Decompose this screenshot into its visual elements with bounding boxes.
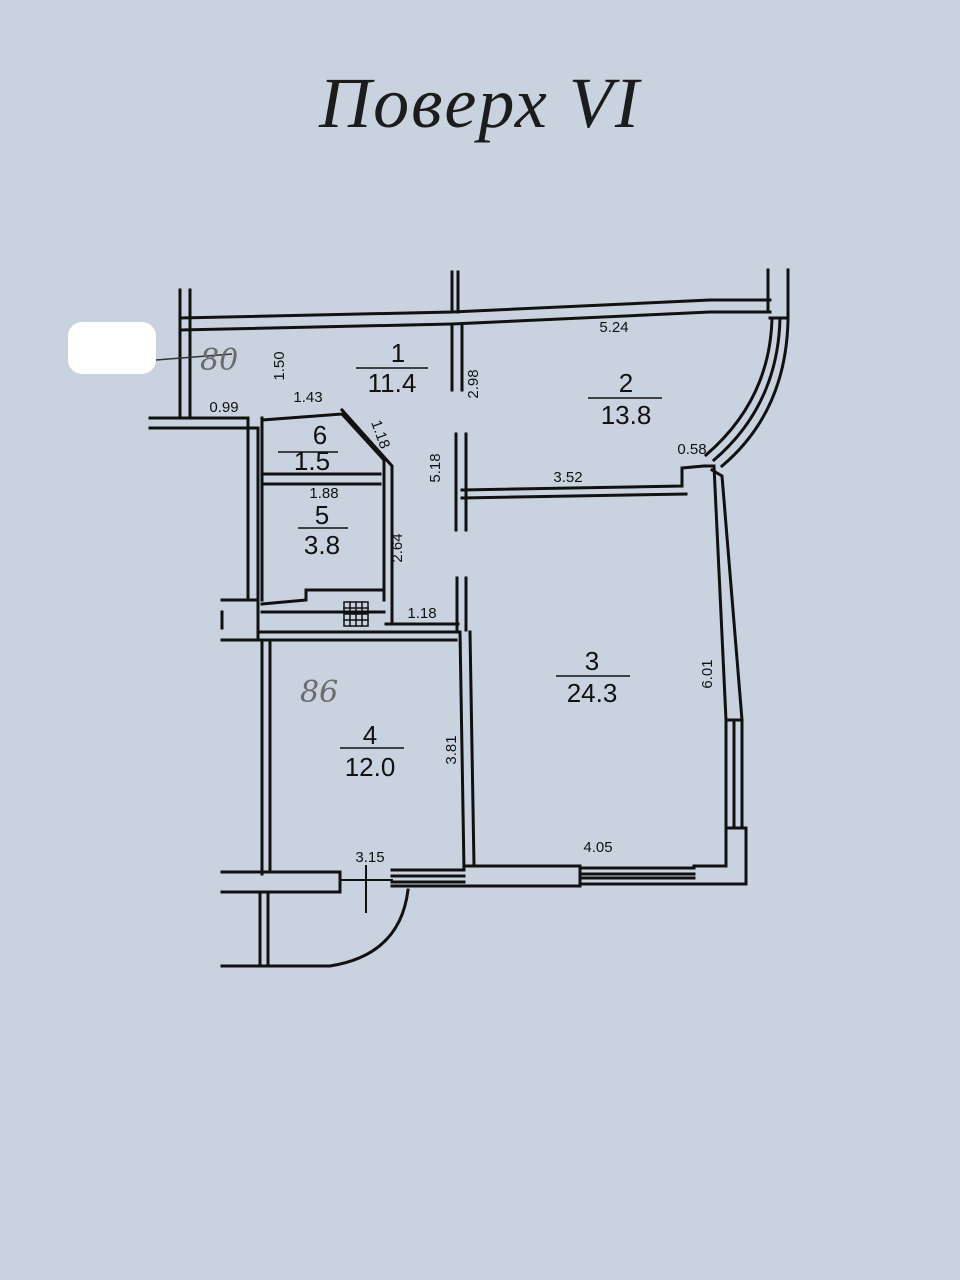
- wall-top-left-cap: [178, 288, 192, 418]
- room-area: 24.3: [567, 678, 618, 708]
- room-area: 1.5: [294, 446, 330, 476]
- wall-room4-right: [458, 630, 476, 872]
- dimension-label: 0.58: [677, 441, 706, 458]
- dimension-label: 5.18: [427, 453, 444, 482]
- wall-corridor-mid: [256, 630, 458, 642]
- wall-left-upper: [148, 416, 260, 602]
- wall-top-left-tick: [450, 270, 460, 314]
- balcony-lower: [220, 888, 410, 968]
- dimension-label: 3.52: [553, 469, 582, 486]
- room-area: 11.4: [368, 368, 417, 398]
- dimension-label: 6.01: [699, 659, 716, 688]
- redaction-patch: [68, 322, 156, 374]
- room-area: 13.8: [601, 400, 652, 430]
- dimension-label: 1.50: [271, 351, 288, 380]
- wall-room4-left: [260, 638, 272, 876]
- page-title: Поверх VI: [319, 63, 641, 143]
- wall-room5-bottom: [260, 588, 460, 634]
- walls: [148, 268, 790, 968]
- window-right: [724, 718, 744, 830]
- room-number: 3: [585, 646, 599, 676]
- room-number: 4: [363, 720, 377, 750]
- fraction-bars: [278, 367, 662, 749]
- dimension-label: 1.88: [309, 485, 338, 502]
- leader-line: [155, 353, 233, 361]
- dimension-label: 1.18: [407, 605, 436, 622]
- dimension-label: 1.43: [293, 389, 322, 406]
- dimension-label: 2.98: [465, 369, 482, 398]
- room-labels: 1 11.4 2 13.8 3 24.3 4 12.0 5 3.8 6 1.5: [294, 338, 651, 782]
- wall-top: [178, 298, 772, 332]
- wall-2-3: [460, 464, 706, 500]
- door-swing: [339, 865, 393, 913]
- room-number: 6: [313, 420, 327, 450]
- vent-grid: [343, 601, 369, 627]
- handwritten-note: 80: [200, 343, 238, 378]
- room-area: 12.0: [345, 752, 396, 782]
- dimension-label: 0.99: [209, 399, 238, 416]
- wall-bottom: [220, 864, 696, 894]
- wall-room6: [260, 407, 394, 626]
- balcony-arc: [703, 316, 790, 469]
- dimension-label: 3.15: [355, 849, 384, 866]
- wall-right-bottom: [692, 826, 748, 886]
- window-bottom: [390, 872, 696, 884]
- room-area: 3.8: [304, 530, 340, 560]
- wall-entrance: [220, 598, 260, 642]
- room-number: 2: [619, 368, 633, 398]
- dimension-label: 5.24: [599, 319, 628, 336]
- room-number: 1: [391, 338, 405, 368]
- handwritten-note: 86: [300, 675, 338, 710]
- room-number: 5: [315, 500, 329, 530]
- wall-1-2: [450, 322, 464, 392]
- wall-1-3: [454, 432, 468, 632]
- dimension-label: 3.81: [443, 735, 460, 764]
- wall-top-right-cap: [766, 268, 790, 320]
- dimension-label: 4.05: [583, 839, 612, 856]
- dimension-label: 2.64: [389, 533, 406, 562]
